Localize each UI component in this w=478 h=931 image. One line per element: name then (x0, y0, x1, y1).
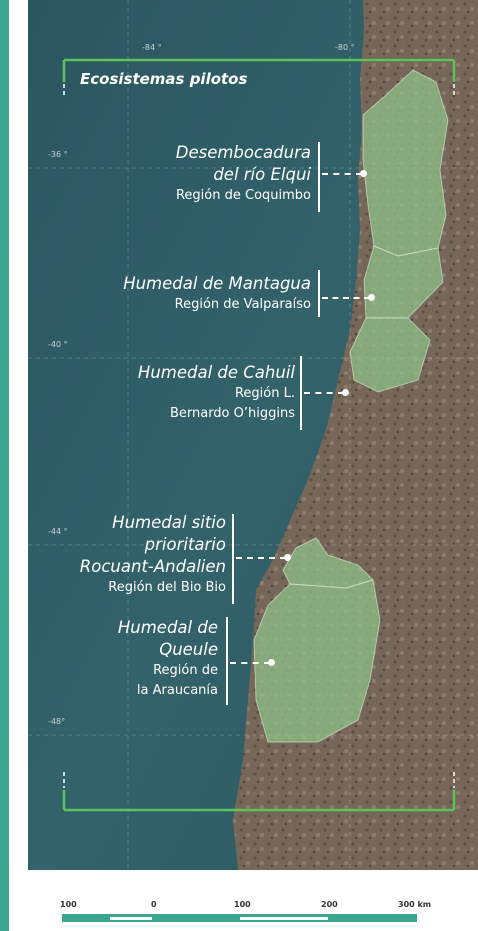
site-marker-cahuil (342, 389, 349, 396)
site-name-line: Humedal de (117, 618, 218, 637)
site-leader (322, 173, 362, 175)
site-bracket (318, 142, 320, 212)
map-canvas (28, 0, 478, 870)
site-name-line: del río Elqui (213, 165, 311, 184)
site-name-line: prioritario (144, 535, 226, 554)
scale-label: 200 (321, 900, 338, 909)
site-bracket (300, 356, 302, 430)
site-label-elqui: Desembocadura del río Elqui Región de Co… (176, 142, 311, 206)
site-name-line: Humedal sitio (112, 513, 226, 532)
site-marker-rocuant (284, 554, 291, 561)
site-region-line: Bernardo O’higgins (169, 406, 295, 421)
scale-label: 100 (60, 900, 77, 909)
site-region-line: Región de Coquimbo (175, 188, 311, 203)
map-title: Ecosistemas pilotos (80, 70, 248, 88)
site-name-line: Desembocadura (175, 143, 311, 162)
site-marker-queule (268, 659, 275, 666)
site-bracket (226, 617, 228, 705)
frame (62, 58, 456, 812)
scale-label: 300 km (398, 900, 432, 909)
site-region-line: la Araucanía (136, 683, 218, 698)
site-bracket (318, 270, 320, 317)
scale-label: 100 (234, 900, 251, 909)
scale-label: 0 (151, 900, 157, 909)
lat-label-48: -48° (48, 717, 66, 726)
region-valparaiso (363, 245, 444, 319)
site-leader (230, 662, 270, 664)
accent-strip (0, 0, 9, 931)
site-region-line: Región de Valparaíso (174, 297, 311, 312)
site-leader (322, 297, 370, 299)
site-name-line: Humedal de Mantagua (123, 274, 311, 293)
lat-label-36: -36 ° (48, 150, 68, 159)
site-label-cahuil: Humedal de Cahuil Región L. Bernardo O’h… (138, 362, 295, 424)
region-coquimbo (362, 69, 449, 257)
site-marker-elqui (360, 170, 367, 177)
lon-label-left: -84 ° (142, 43, 162, 52)
graticule (28, 0, 478, 870)
site-region-line: Región L. (234, 386, 295, 401)
site-label-queule: Humedal de Queule Región de la Araucanía (118, 617, 218, 701)
site-name-line: Rocuant-Andalien (79, 557, 226, 576)
site-label-rocuant: Humedal sitio prioritario Rocuant-Andali… (80, 512, 226, 598)
site-name-line: Queule (159, 640, 218, 659)
lat-label-40: -40 ° (48, 340, 68, 349)
site-bracket (232, 514, 234, 604)
site-region-line: Región del Bio Bio (108, 580, 226, 595)
site-leader (236, 557, 286, 559)
scale-bar (62, 914, 417, 922)
region-ohiggins (349, 317, 431, 393)
map-view (28, 0, 478, 870)
site-marker-mantagua (368, 294, 375, 301)
site-label-mantagua: Humedal de Mantagua Región de Valparaíso (123, 273, 311, 315)
lon-label-right: -80 ° (335, 43, 355, 52)
site-region-line: Región de (153, 663, 218, 678)
frame-dashes (63, 84, 455, 788)
site-leader (304, 392, 344, 394)
lat-label-44: -44 ° (48, 527, 68, 536)
region-araucania (253, 579, 381, 743)
site-name-line: Humedal de Cahuil (137, 363, 295, 382)
